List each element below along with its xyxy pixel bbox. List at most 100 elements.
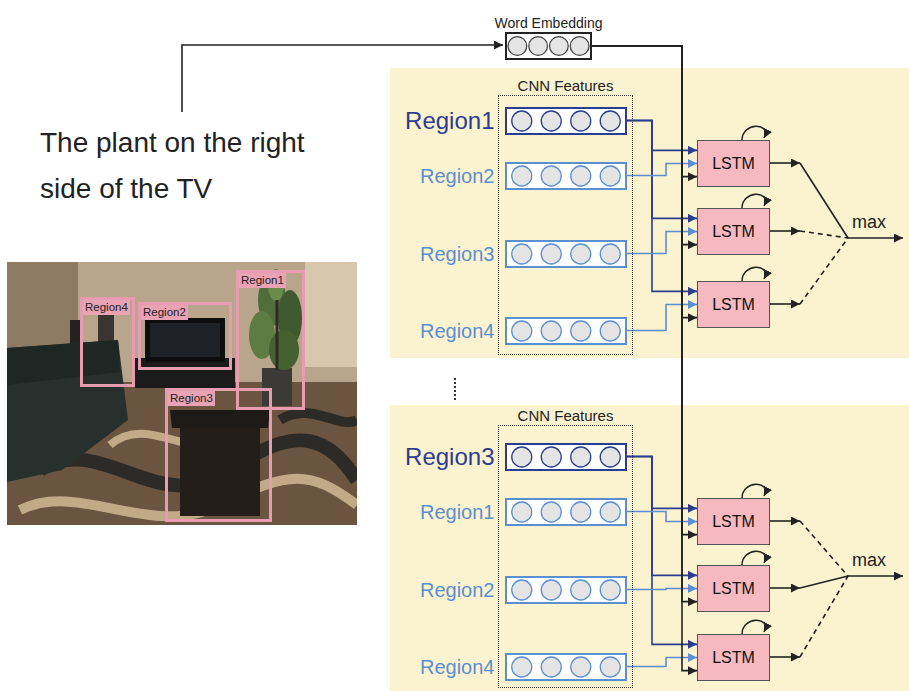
vector-cell [600, 502, 620, 522]
lstm-cell: LSTM [697, 498, 770, 545]
vector-cell [600, 657, 620, 677]
room-photo-part [7, 340, 120, 385]
vector-cell [511, 111, 531, 131]
room-photo-part [276, 300, 279, 370]
region-name: Region2 [420, 578, 495, 601]
lstm-loop-part [742, 620, 765, 634]
vector-cells [507, 445, 625, 469]
region-name: Region1 [420, 500, 495, 523]
vector-cell [541, 502, 561, 522]
lstm-cell: LSTM [697, 281, 770, 328]
vector-cell [600, 580, 620, 600]
region-box: Region3 [165, 388, 272, 522]
vector-cell [541, 111, 561, 131]
max-pool-lines-part [800, 163, 848, 238]
vector-cell [541, 244, 561, 264]
room-photo-part [7, 262, 357, 525]
embedding-vector: Word Embedding [505, 32, 592, 60]
region-tag: Region2 [141, 305, 188, 320]
group-heading: Word Embedding [495, 15, 603, 31]
max-pool-lines-part [770, 587, 800, 589]
max-pool-lines [770, 163, 903, 657]
vector-cell [570, 111, 590, 131]
lstm-loop [742, 126, 765, 634]
sentence-arrow [182, 45, 503, 112]
max-pool-lines-part [848, 237, 903, 239]
region-tag: Region4 [83, 300, 130, 315]
vector-cell [541, 580, 561, 600]
region-name: Region4 [420, 319, 495, 342]
connector [627, 121, 698, 219]
feature-vector: Region1 [505, 107, 627, 135]
connector [627, 658, 698, 667]
region-name: Region3 [420, 242, 495, 265]
connector [627, 457, 698, 509]
query-sentence: The plant on the right side of the TV [40, 120, 335, 212]
max-pool-lines-part [770, 656, 800, 658]
vector-cells [507, 109, 625, 133]
lstm-loop-part [742, 484, 765, 498]
region-box: Region2 [138, 302, 232, 370]
group-heading: CNN Features [518, 77, 614, 94]
vector-cell [550, 37, 569, 56]
feature-vector: Region3 [505, 443, 627, 471]
vector-cell [600, 111, 620, 131]
region-box: Region4 [80, 297, 135, 387]
group-heading: CNN Features [518, 407, 614, 424]
vector-cell [570, 447, 590, 467]
vector-cells [507, 34, 590, 58]
connector [627, 589, 698, 590]
bottom-panel [390, 405, 909, 691]
lstm-loop-part [742, 267, 765, 281]
max-pool-lines-part [800, 576, 848, 657]
ellipsis-dots [454, 378, 456, 400]
room-photo-part [269, 330, 299, 370]
lstm-cell: LSTM [697, 208, 770, 255]
room-photo-part [305, 262, 357, 367]
vector-cell [541, 657, 561, 677]
max-pool-lines-part [770, 162, 800, 164]
vector-cell [511, 447, 531, 467]
room-photo-part [150, 323, 220, 357]
cell-label: LSTM [712, 296, 755, 314]
vector-cell [541, 447, 561, 467]
connector [627, 121, 698, 151]
max-label: max [852, 550, 886, 571]
feature-vector: Region3 [505, 240, 627, 268]
cell-label: LSTM [712, 580, 755, 598]
connector [627, 457, 698, 576]
cell-label: LSTM [712, 513, 755, 531]
room-photo-part [262, 368, 292, 406]
lstm-loop-part [742, 551, 765, 565]
vector-cell [511, 244, 531, 264]
vector-cells [507, 655, 625, 679]
region-tag: Region3 [168, 391, 215, 406]
vector-cell [570, 37, 589, 56]
vector-cell [570, 166, 590, 186]
room-photo-part [180, 428, 260, 516]
region-name: Region2 [420, 164, 495, 187]
vector-cell [529, 37, 548, 56]
vector-cell [511, 580, 531, 600]
room-photo-part [170, 410, 270, 428]
feature-vector: Region1 [505, 498, 627, 526]
vector-cell [541, 166, 561, 186]
cell-label: LSTM [712, 223, 755, 241]
vector-cell [508, 37, 527, 56]
vector-cell [570, 321, 590, 341]
feature-vector: Region4 [505, 653, 627, 681]
background-panel [390, 68, 909, 691]
feature-vector: Region4 [505, 317, 627, 345]
feature-vector: Region2 [505, 576, 627, 604]
region-tag: Region1 [239, 273, 286, 288]
vector-cell [541, 321, 561, 341]
region-name: Region4 [420, 655, 495, 678]
lstm-cell: LSTM [697, 565, 770, 612]
region-name: Region3 [405, 443, 494, 471]
room-photo-part [7, 340, 128, 482]
feature-vector: Region2 [505, 162, 627, 190]
max-pool-lines-part [770, 520, 800, 522]
connector [627, 457, 698, 645]
vector-cell [511, 166, 531, 186]
